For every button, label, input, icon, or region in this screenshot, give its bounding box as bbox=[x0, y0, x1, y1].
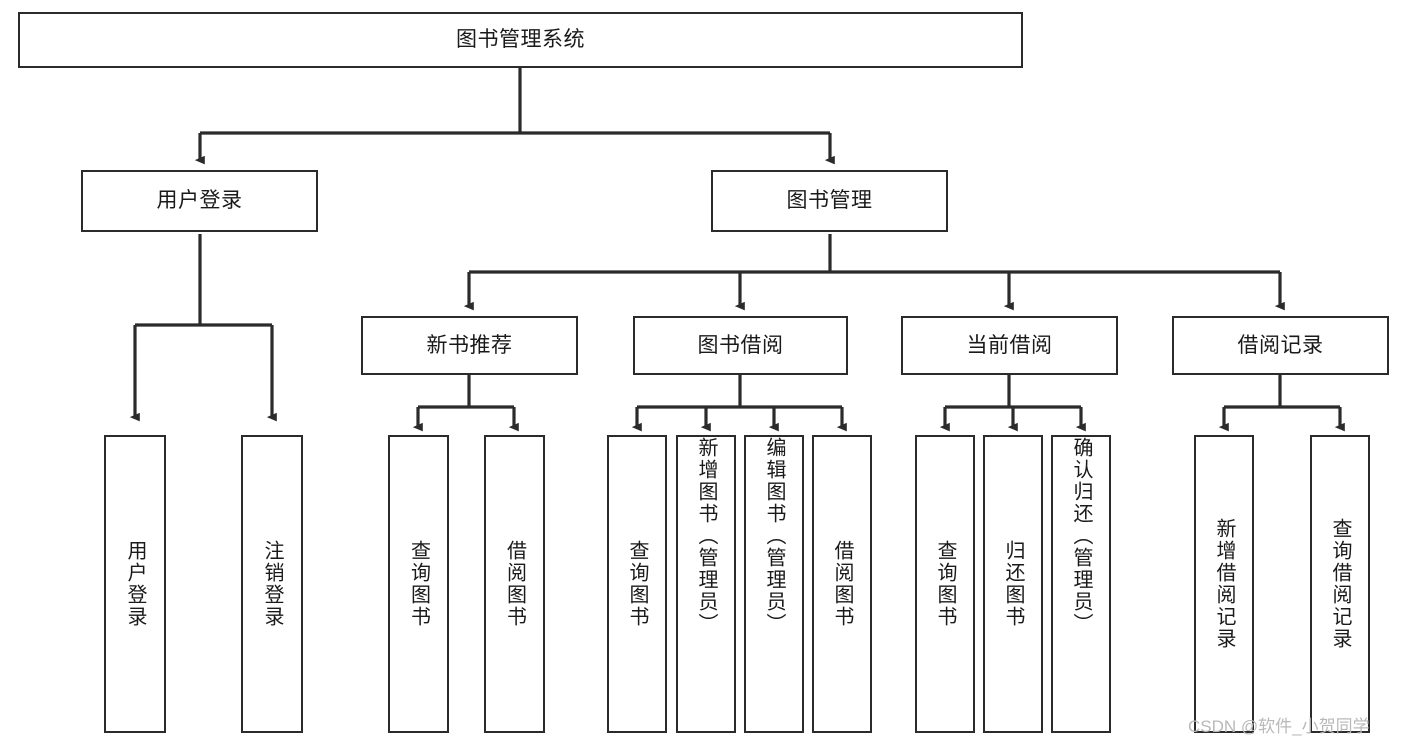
node-leaf-logout[interactable]: 注销登录 bbox=[241, 435, 303, 733]
node-label: 新增借阅记录 bbox=[1213, 518, 1235, 650]
node-current-borrowing[interactable]: 当前借阅 bbox=[901, 316, 1118, 375]
node-label: 图书管理 bbox=[786, 189, 873, 213]
node-label: 查询图书 bbox=[934, 540, 956, 628]
node-leaf-return-book[interactable]: 归还图书 bbox=[983, 435, 1043, 733]
node-leaf-add-borrow-record[interactable]: 新增借阅记录 bbox=[1194, 435, 1254, 733]
node-label: 注销登录 bbox=[261, 540, 283, 628]
node-label: 借阅图书 bbox=[503, 540, 526, 628]
node-leaf-query-borrow-record[interactable]: 查询借阅记录 bbox=[1310, 435, 1370, 733]
node-label: 借阅图书 bbox=[831, 540, 853, 628]
node-leaf-add-book-admin[interactable]: 新增图书（管理员） bbox=[676, 435, 736, 733]
node-label: 图书管理系统 bbox=[456, 28, 585, 52]
node-label: 用户登录 bbox=[156, 189, 243, 213]
node-book-management[interactable]: 图书管理 bbox=[711, 170, 948, 232]
node-label: 查询图书 bbox=[407, 540, 430, 628]
node-borrowing-record[interactable]: 借阅记录 bbox=[1172, 316, 1389, 375]
node-leaf-query-book-borrow[interactable]: 查询图书 bbox=[607, 435, 667, 733]
node-label: 借阅记录 bbox=[1237, 333, 1324, 357]
node-root-book-management-system[interactable]: 图书管理系统 bbox=[18, 12, 1023, 68]
node-leaf-query-book-recommend[interactable]: 查询图书 bbox=[388, 435, 449, 733]
node-new-book-recommendation[interactable]: 新书推荐 bbox=[361, 316, 578, 375]
node-label: 归还图书 bbox=[1002, 540, 1024, 628]
node-leaf-query-book-current[interactable]: 查询图书 bbox=[915, 435, 975, 733]
node-label: 查询借阅记录 bbox=[1329, 518, 1351, 650]
node-book-borrowing[interactable]: 图书借阅 bbox=[633, 316, 848, 375]
node-label: 当前借阅 bbox=[966, 333, 1053, 357]
node-leaf-user-login[interactable]: 用户登录 bbox=[104, 435, 166, 733]
node-label: 图书借阅 bbox=[697, 333, 784, 357]
node-label: 新书推荐 bbox=[426, 333, 513, 357]
node-leaf-borrow-book-recommend[interactable]: 借阅图书 bbox=[484, 435, 545, 733]
node-label: 查询图书 bbox=[626, 540, 648, 628]
node-user-login[interactable]: 用户登录 bbox=[81, 170, 318, 232]
node-label: 确认归还（管理员） bbox=[1070, 437, 1092, 635]
node-leaf-edit-book-admin[interactable]: 编辑图书（管理员） bbox=[744, 435, 804, 733]
node-leaf-borrow-book[interactable]: 借阅图书 bbox=[812, 435, 872, 733]
node-label: 新增图书（管理员） bbox=[695, 437, 717, 635]
node-label: 编辑图书（管理员） bbox=[763, 437, 785, 635]
node-label: 用户登录 bbox=[124, 540, 146, 628]
node-leaf-confirm-return-admin[interactable]: 确认归还（管理员） bbox=[1051, 435, 1111, 733]
